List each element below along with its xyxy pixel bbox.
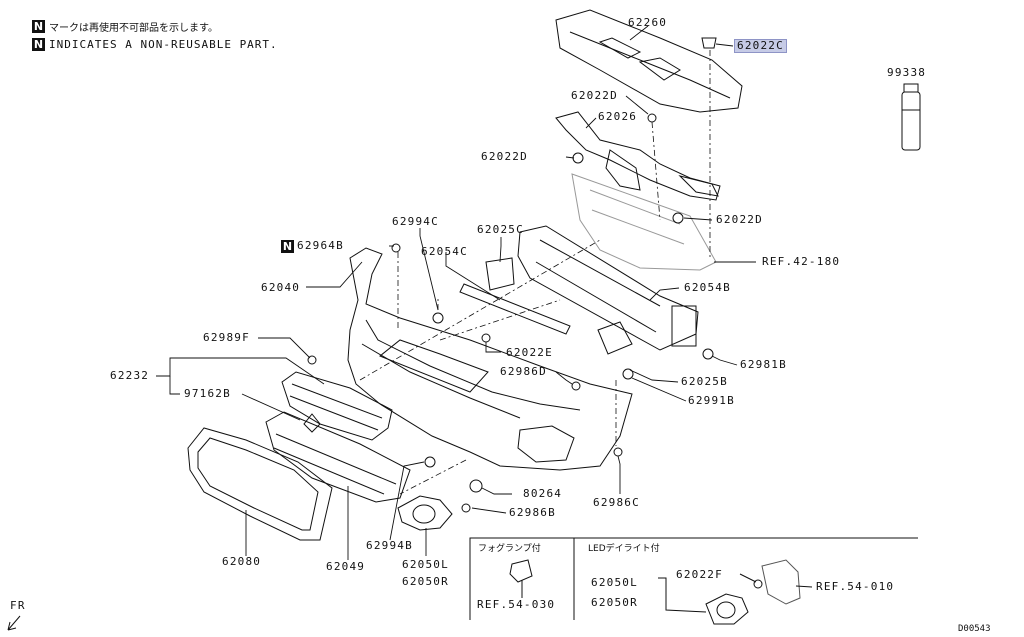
label-62981B: 62981B xyxy=(740,358,787,371)
clip-80264 xyxy=(469,479,483,493)
label-62964B: 62964B xyxy=(297,239,344,252)
label-ref-42-180: REF.42-180 xyxy=(762,255,841,268)
front-bumper-shape xyxy=(347,247,633,471)
label-62986C: 62986C xyxy=(593,496,640,509)
clip-62022E xyxy=(481,333,491,343)
label-62989F: 62989F xyxy=(203,331,250,344)
fog-inset-frame xyxy=(469,537,574,620)
label-80264: 80264 xyxy=(523,487,563,500)
note-english: INDICATES A NON-REUSABLE PART. xyxy=(49,38,278,51)
non-reusable-badge: N xyxy=(32,38,45,51)
upper-cover-shape xyxy=(555,9,743,113)
clip-62022D-c xyxy=(672,212,684,224)
lower-grille-shape xyxy=(265,411,411,503)
label-62054C: 62054C xyxy=(421,245,468,258)
fog-inset-title: フォグランプ付 xyxy=(478,544,541,554)
label-62022D-b: 62022D xyxy=(481,150,528,163)
bumper-reinforcement-shape xyxy=(517,225,699,351)
diagram-code: D00543 xyxy=(958,624,991,634)
bolt-62964B xyxy=(391,243,401,253)
clip-shape xyxy=(701,37,717,49)
label-62022D-c: 62022D xyxy=(716,213,763,226)
label-62022C: 62022C xyxy=(734,39,787,53)
label-62025B: 62025B xyxy=(681,375,728,388)
label-ref-54-030: REF.54-030 xyxy=(477,598,556,611)
non-reusable-badge: N xyxy=(281,240,294,253)
non-reusable-badge: N xyxy=(32,20,45,33)
clip-62989F xyxy=(307,355,317,365)
led-lamp-shape xyxy=(761,559,801,605)
label-62026: 62026 xyxy=(598,110,638,123)
front-arrow xyxy=(7,615,21,631)
clip-62986D xyxy=(571,381,581,391)
label-62994B: 62994B xyxy=(366,539,413,552)
clip-62022D-b xyxy=(572,152,584,164)
label-99338: 99338 xyxy=(887,66,927,79)
label-62050L: 62050L xyxy=(402,558,449,571)
bolt-62981B xyxy=(702,348,714,360)
grille-garnish-shape xyxy=(187,427,333,541)
front-indicator-label: FR xyxy=(10,599,26,612)
label-62991B: 62991B xyxy=(688,394,735,407)
fog-cover-shape xyxy=(397,495,453,531)
label-62049: 62049 xyxy=(326,560,366,573)
absorber-right-shape xyxy=(597,321,633,355)
led-cover-shape xyxy=(705,593,749,625)
label-97162B: 97162B xyxy=(184,387,231,400)
label-62986D: 62986D xyxy=(500,365,547,378)
upper-grille-shape xyxy=(281,371,393,441)
bolt-62994B xyxy=(424,456,436,468)
absorber-left-shape xyxy=(485,257,515,291)
led-inset-title: LEDデイライト付 xyxy=(588,544,660,554)
sealant-bottle-shape xyxy=(901,91,921,151)
label-62040: 62040 xyxy=(261,281,301,294)
label-62260: 62260 xyxy=(628,16,668,29)
lower-beam-shape xyxy=(459,283,571,335)
bolt-62994C xyxy=(432,312,444,324)
bracket-shape xyxy=(555,111,721,201)
radiator-support-shape xyxy=(571,173,717,271)
label-62050R: 62050R xyxy=(402,575,449,588)
label-62025C: 62025C xyxy=(477,223,524,236)
label-ref-54-010: REF.54-010 xyxy=(816,580,895,593)
label-62054B: 62054B xyxy=(684,281,731,294)
clip-62986C xyxy=(613,447,623,457)
label-led-62050L: 62050L xyxy=(591,576,638,589)
emblem-shape xyxy=(303,413,321,433)
fog-lamp-shape xyxy=(509,559,533,583)
label-62022F: 62022F xyxy=(676,568,723,581)
note-japanese: マークは再使用不可部品を示します。 xyxy=(49,23,218,34)
label-62994C: 62994C xyxy=(392,215,439,228)
clip-62991B xyxy=(622,368,634,380)
label-led-62050R: 62050R xyxy=(591,596,638,609)
label-62022E: 62022E xyxy=(506,346,553,359)
label-62080: 62080 xyxy=(222,555,262,568)
label-62232: 62232 xyxy=(110,369,150,382)
label-62986B: 62986B xyxy=(509,506,556,519)
label-62022D-a: 62022D xyxy=(571,89,618,102)
clip-62986B xyxy=(461,503,471,513)
clip-62022D-a xyxy=(647,113,657,123)
